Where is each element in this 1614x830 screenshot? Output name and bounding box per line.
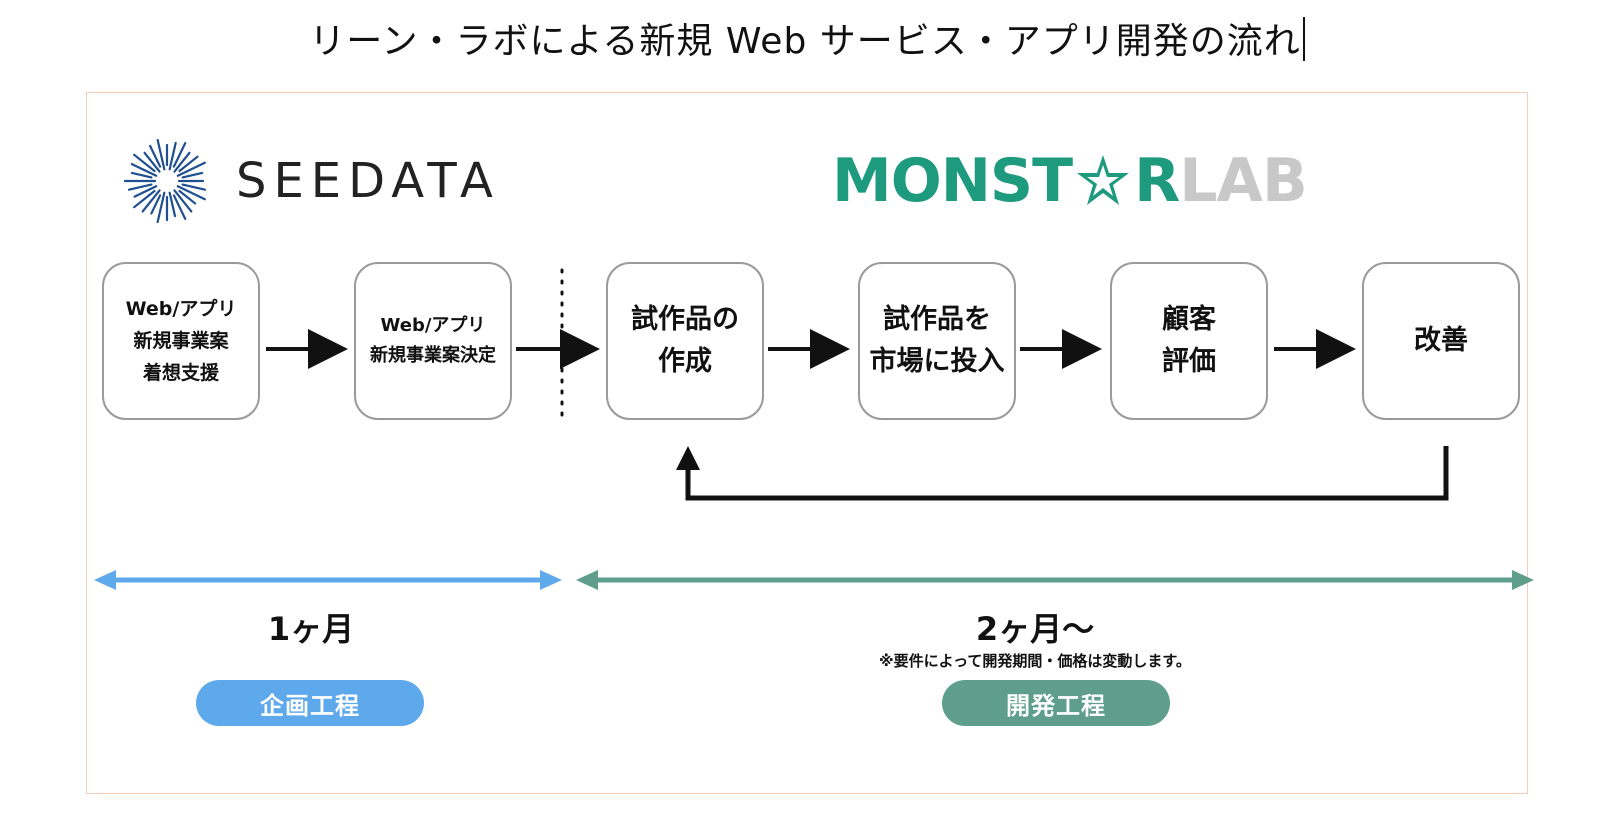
seedata-wordmark: SEEDATA bbox=[236, 153, 500, 209]
step-line: 市場に投入 bbox=[869, 346, 1005, 377]
planning-phase-badge: 企画工程 bbox=[196, 680, 424, 726]
step-line: 新規事業案 bbox=[133, 330, 229, 352]
burst-ray bbox=[172, 194, 187, 220]
step-idea-support: Web/アプリ 新規事業案 着想支援 bbox=[102, 262, 260, 420]
burst-ray bbox=[181, 183, 207, 191]
burst-ray bbox=[133, 153, 156, 173]
seedata-logo: SEEDATA bbox=[124, 138, 500, 224]
burst-ray bbox=[133, 189, 156, 209]
burst-ray bbox=[168, 191, 177, 218]
planning-duration: 1ヶ月 bbox=[267, 610, 355, 648]
step-customer-evaluation: 顧客 評価 bbox=[1110, 262, 1268, 420]
diagram-frame bbox=[86, 92, 1528, 794]
step-market-launch: 試作品を 市場に投入 bbox=[858, 262, 1016, 420]
burst-ray bbox=[148, 144, 162, 168]
step-prototype-creation: 試作品の 作成 bbox=[606, 262, 764, 420]
burst-ray bbox=[178, 155, 199, 173]
step-line: 試作品の bbox=[631, 304, 739, 335]
burst-ray bbox=[150, 194, 162, 215]
step-improvement: 改善 bbox=[1362, 262, 1520, 420]
step-line: Web/アプリ bbox=[125, 298, 237, 320]
step-line: 試作品を bbox=[883, 304, 991, 335]
burst-ray bbox=[172, 142, 187, 168]
page-title: リーン・ラボによる新規 Web サービス・アプリ開発の流れ bbox=[0, 12, 1614, 64]
burst-ray bbox=[130, 162, 158, 177]
page-title-text: リーン・ラボによる新規 Web サービス・アプリ開発の流れ bbox=[309, 21, 1301, 62]
burst-ray bbox=[133, 185, 158, 198]
burst-ray bbox=[168, 141, 177, 171]
monstarlab-wordmark-lab: LAB bbox=[1179, 146, 1307, 216]
monstarlab-star-a-icon bbox=[1072, 151, 1134, 211]
step-line: 評価 bbox=[1162, 346, 1216, 377]
burst-ray bbox=[181, 171, 204, 179]
burst-ray bbox=[127, 183, 153, 191]
burst-ray bbox=[176, 161, 206, 177]
step-line: 着想支援 bbox=[142, 362, 219, 384]
burst-ray bbox=[130, 171, 153, 179]
step-business-decision: Web/アプリ 新規事業案決定 bbox=[354, 262, 512, 420]
monstarlab-wordmark-main: MONST bbox=[832, 146, 1073, 216]
burst-ray bbox=[176, 185, 206, 201]
development-phase-badge: 開発工程 bbox=[942, 680, 1170, 726]
burst-ray bbox=[141, 189, 161, 213]
burst-ray bbox=[178, 189, 197, 205]
development-note: ※要件によって開発期間・価格は変動します。 bbox=[879, 652, 1191, 670]
burst-ray bbox=[156, 138, 166, 171]
burst-ray bbox=[156, 191, 166, 224]
step-line: 改善 bbox=[1414, 325, 1468, 356]
seedata-burst-icon bbox=[124, 138, 207, 224]
monstarlab-wordmark-r: R bbox=[1134, 146, 1180, 216]
step-line: 作成 bbox=[658, 346, 712, 377]
burst-ray bbox=[173, 189, 193, 213]
development-duration: 2ヶ月〜 bbox=[975, 610, 1095, 648]
step-line: 顧客 bbox=[1162, 304, 1216, 335]
text-cursor bbox=[1302, 17, 1305, 61]
monstarlab-logo: MONST R LAB bbox=[832, 146, 1308, 216]
step-line: 新規事業案決定 bbox=[370, 345, 496, 366]
burst-ray bbox=[143, 151, 161, 173]
burst-ray bbox=[173, 151, 191, 173]
step-line: Web/アプリ bbox=[380, 315, 486, 336]
